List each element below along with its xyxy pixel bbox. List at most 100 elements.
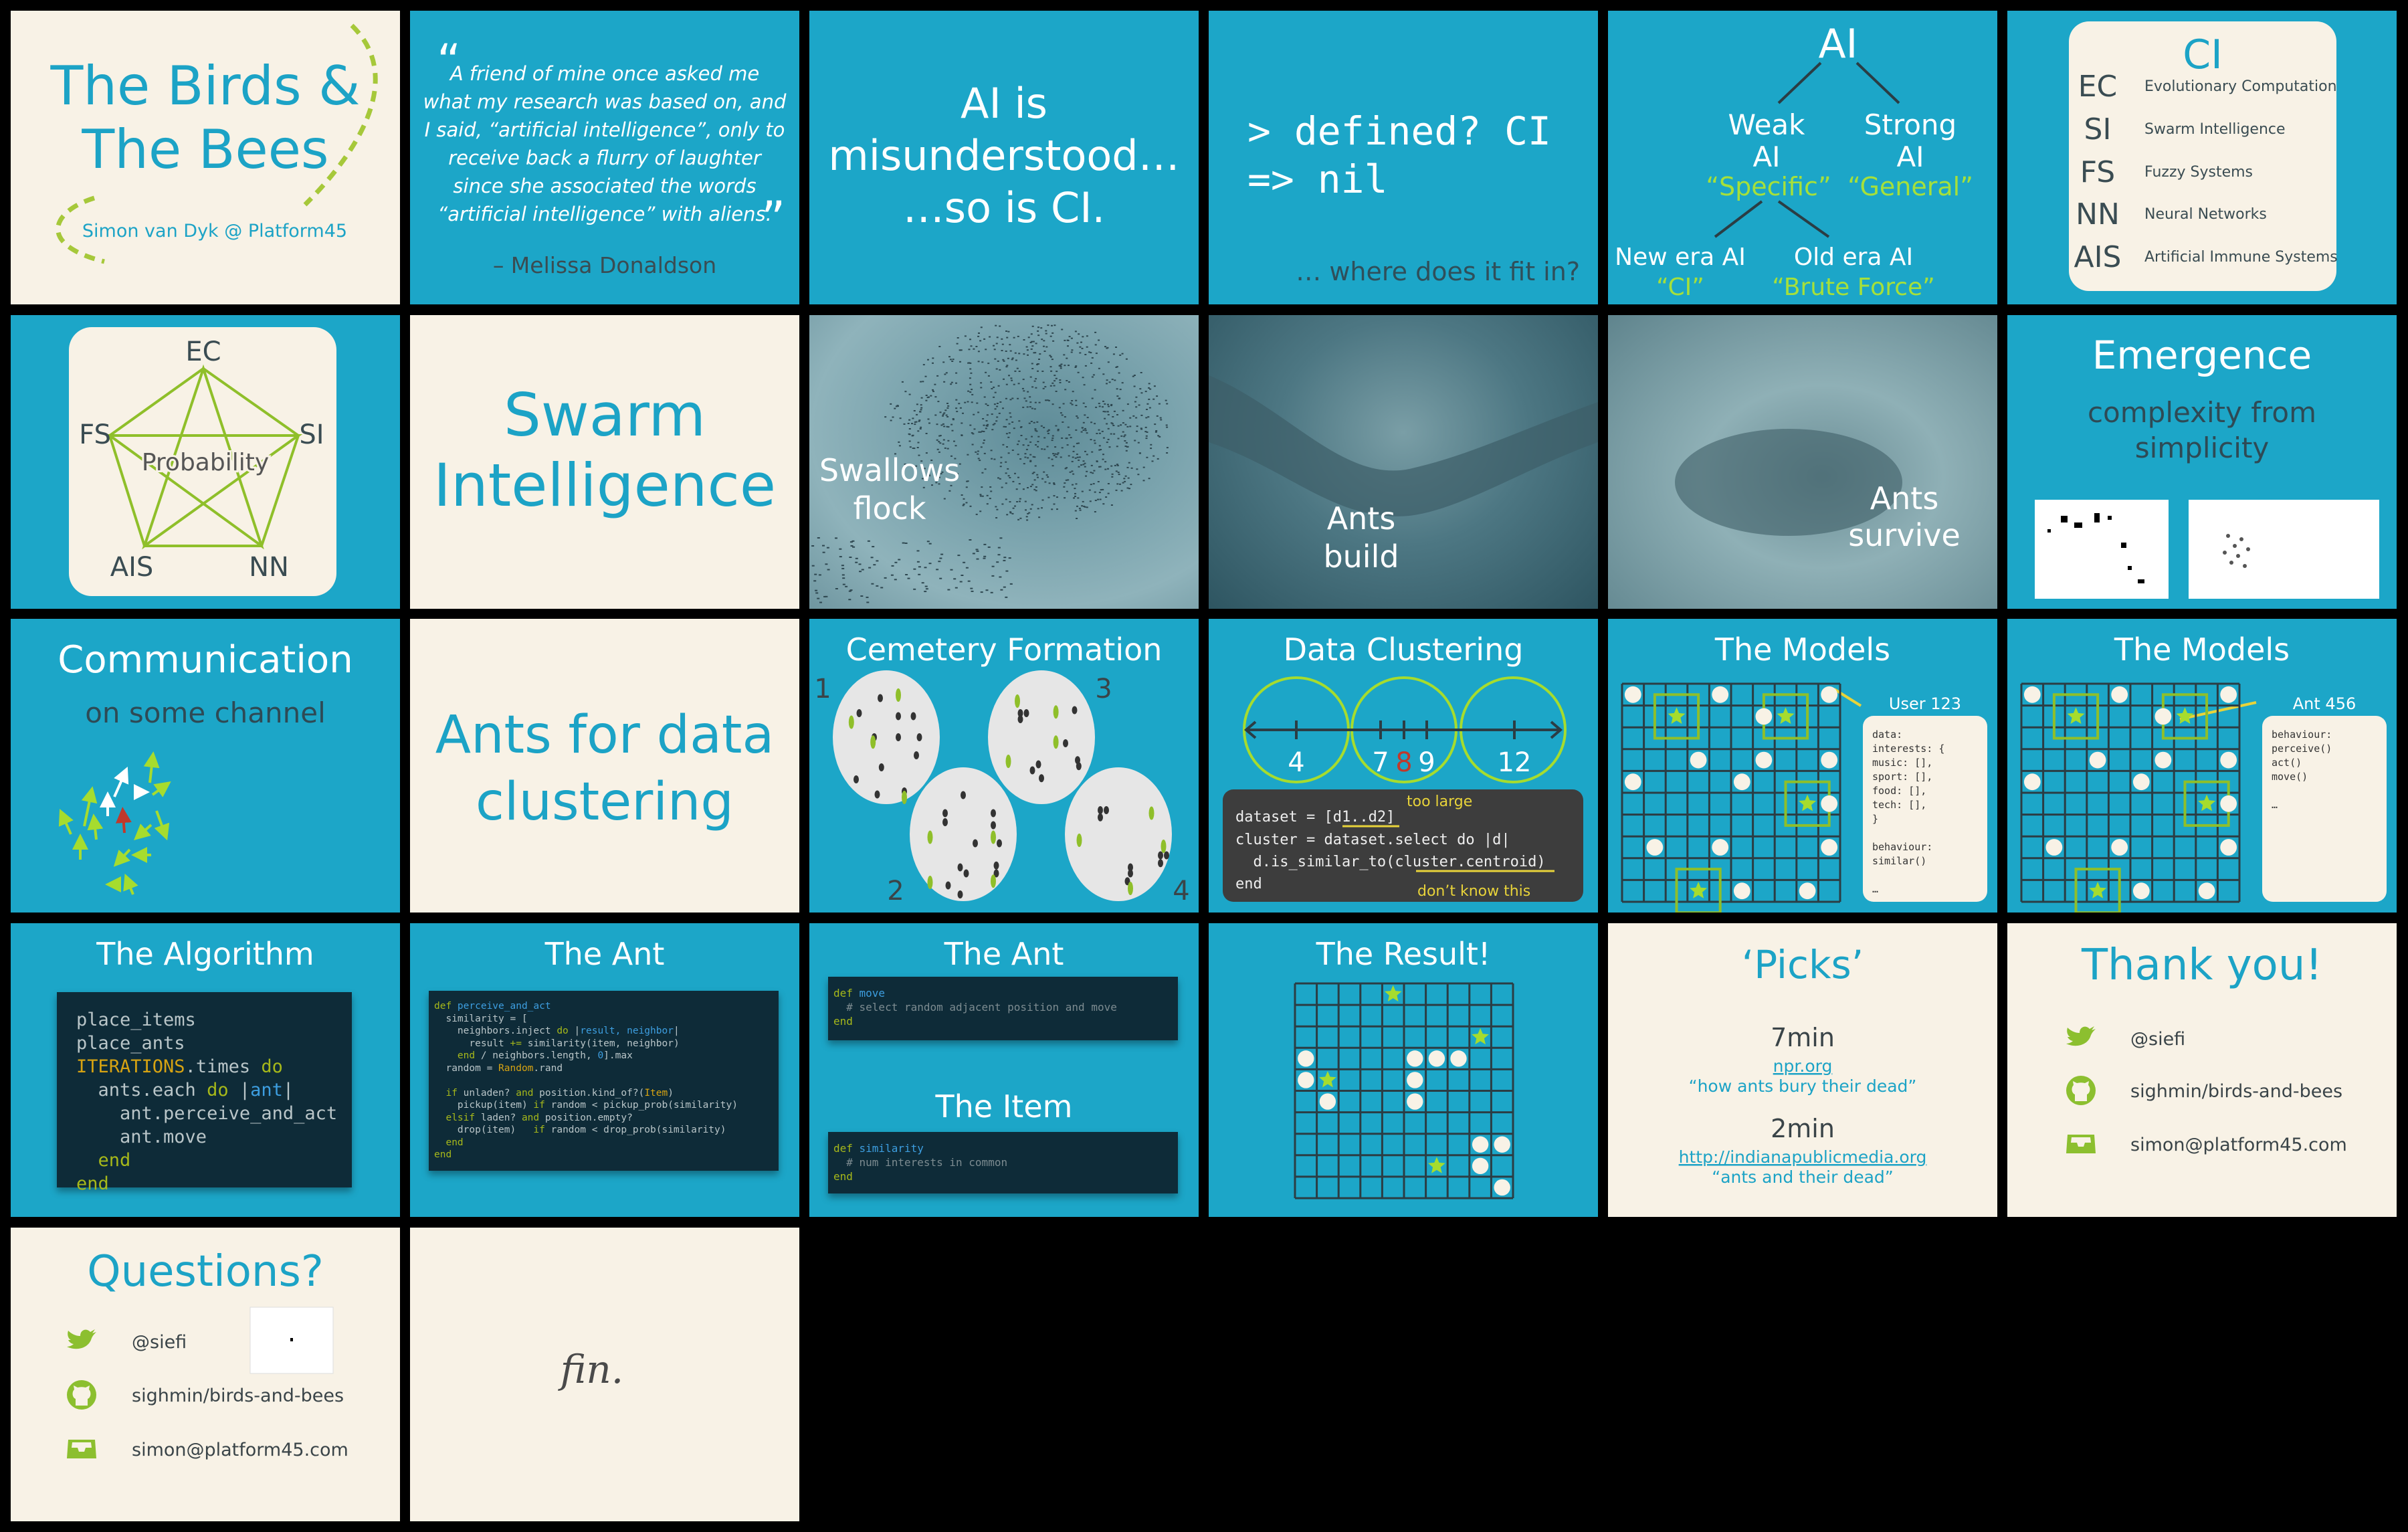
note-too-large: too large xyxy=(1407,793,1472,810)
strong-label: Strong xyxy=(1864,108,1956,141)
corpse-dot xyxy=(993,861,999,870)
name-ais: Artificial Immune Systems xyxy=(2144,249,2338,266)
item-circle xyxy=(2132,773,2150,791)
twitter-handle[interactable]: @siefi xyxy=(132,1332,187,1353)
slide-ant-and-item[interactable]: The Ant The Item def move # select rando… xyxy=(809,923,1199,1217)
ant-mark xyxy=(848,715,854,729)
twitter-icon xyxy=(67,1329,96,1349)
stage-label: 1 xyxy=(814,674,831,704)
cemetery-area xyxy=(833,670,940,804)
close-quote-mark: ” xyxy=(761,191,785,246)
text-line: misunderstood… xyxy=(828,131,1179,180)
slide-models-ant[interactable]: The Models Ant 456 behaviour: perceive()… xyxy=(2007,619,2397,913)
item-circle xyxy=(1494,1136,1510,1153)
card-line: } xyxy=(1872,813,1878,825)
card-title: User 123 xyxy=(1889,694,1961,713)
slide-swarm-intelligence[interactable]: Swarm Intelligence xyxy=(410,315,799,609)
code-token: position.kind_of?( xyxy=(533,1087,645,1098)
corpse-dot xyxy=(854,775,859,783)
pentagon-star xyxy=(105,364,303,550)
ant-mark xyxy=(1161,840,1167,853)
code-line: pickup(item) if random < pickup_prob(sim… xyxy=(434,1099,779,1112)
abbr-fs: FS xyxy=(2080,155,2115,189)
github-repo[interactable]: sighmin/birds-and-bees xyxy=(132,1385,344,1406)
corpse-dot xyxy=(942,809,948,818)
grid xyxy=(1294,982,1514,1200)
slide-ai-tree[interactable]: AI Weak AI Strong AI “Specific” “General… xyxy=(1608,11,1997,304)
code-token: similarity xyxy=(859,1142,924,1155)
slide-picks[interactable]: ‘Picks’ 7min npr.org “how ants bury thei… xyxy=(1608,923,1997,1217)
tree-edge xyxy=(1714,200,1763,238)
item-circle xyxy=(1624,773,1641,791)
code-line: neighbors.inject do |result, neighbor| xyxy=(434,1025,779,1038)
corpse-dot xyxy=(1158,851,1163,860)
email-address[interactable]: simon@platform45.com xyxy=(132,1440,348,1460)
ant-mark xyxy=(991,830,996,844)
slide-the-ant[interactable]: The Ant def perceive_and_act similarity … xyxy=(410,923,799,1217)
caption-line-2: survive xyxy=(1848,517,1961,553)
code-token: end xyxy=(434,1050,476,1061)
title-line-2: The Bees xyxy=(81,118,328,181)
arrow-green xyxy=(154,810,170,841)
code-line: drop(item) if random < drop_prob(similar… xyxy=(434,1124,779,1137)
item-circle xyxy=(2220,686,2237,703)
abbr-ec: EC xyxy=(2078,70,2118,104)
item-circle xyxy=(2111,839,2128,856)
slide-questions[interactable]: Questions? @siefi sighmin/birds-and-bees… xyxy=(11,1228,400,1521)
code-token: | xyxy=(568,1026,581,1036)
slide-pentagon[interactable]: EC FS SI AIS NN Probability xyxy=(11,315,400,609)
slide-ants-survive-photo[interactable]: Ants survive xyxy=(1608,315,1997,609)
slide-ants-build-photo[interactable]: Ants build xyxy=(1209,315,1598,609)
slide-fin[interactable]: fin. xyxy=(410,1228,799,1521)
twitter-handle[interactable]: @siefi xyxy=(2130,1029,2185,1050)
slide-data-clustering[interactable]: Data Clustering 4 7 8 9 12 dataset = [d1… xyxy=(1209,619,1598,913)
item-circle xyxy=(1821,795,1838,812)
code-token: random < drop_prob(similarity) xyxy=(544,1125,726,1135)
text-line: …so is CI. xyxy=(903,183,1105,232)
slide-thank-you[interactable]: Thank you! @siefi sighmin/birds-and-bees… xyxy=(2007,923,2397,1217)
title-line-1: Ants for data xyxy=(435,705,775,765)
corpse-dot xyxy=(1104,806,1109,814)
code-token: | xyxy=(282,1080,294,1100)
corpse-dot xyxy=(896,733,901,741)
ant-mark xyxy=(902,791,907,804)
arrow-green xyxy=(151,781,171,797)
neighborhood-box xyxy=(2052,693,2100,740)
slide-ai-misunderstood[interactable]: AI is misunderstood… …so is CI. xyxy=(809,11,1199,304)
code-token: neighbors.inject xyxy=(434,1026,557,1036)
pentagon-outline xyxy=(108,367,300,547)
code-token: end xyxy=(833,1170,853,1183)
pick-link[interactable]: npr.org xyxy=(1773,1056,1833,1076)
slide-communication[interactable]: Communication on some channel xyxy=(11,619,400,913)
title: The Ant xyxy=(544,936,665,972)
slide-title[interactable]: The Birds & The Bees Simon van Dyk @ Pla… xyxy=(11,11,400,304)
pick-link[interactable]: http://indianapublicmedia.org xyxy=(1679,1147,1927,1167)
specific-label: “Specific” xyxy=(1706,172,1831,201)
pointer-arrow xyxy=(1833,688,1862,707)
slide-ci-list[interactable]: CI EC SI FS NN AIS Evolutionary Computat… xyxy=(2007,11,2397,304)
neighborhood-box xyxy=(1675,868,1722,913)
slide-ants-for-data-clustering[interactable]: Ants for data clustering xyxy=(410,619,799,913)
code-token: move xyxy=(859,987,886,999)
code-token: def xyxy=(833,1142,860,1155)
item-circle xyxy=(1799,882,1816,900)
slide-defined-ci[interactable]: > defined? CI => nil … where does it fit… xyxy=(1209,11,1598,304)
github-repo[interactable]: sighmin/birds-and-bees xyxy=(2130,1081,2342,1102)
code-token: end xyxy=(76,1173,109,1194)
code-token: ant.move xyxy=(76,1127,207,1147)
item-circle xyxy=(1494,1179,1510,1196)
code-token: do xyxy=(207,1080,229,1100)
ant-mark xyxy=(927,876,933,889)
stage-label: 3 xyxy=(1095,674,1112,704)
slide-cemetery-formation[interactable]: Cemetery Formation 1 2 3 4 xyxy=(809,619,1199,913)
corpse-dot xyxy=(991,809,996,818)
email-address[interactable]: simon@platform45.com xyxy=(2130,1135,2347,1155)
slide-result[interactable]: The Result! xyxy=(1209,923,1598,1217)
slide-emergence[interactable]: Emergence complexity from simplicity xyxy=(2007,315,2397,609)
slide-models-user[interactable]: The Models User 123 data: interests: { m… xyxy=(1608,619,1997,913)
code-token: 0 xyxy=(597,1050,604,1061)
slide-swallows-photo[interactable]: Swallows flock xyxy=(809,315,1199,609)
slide-quote[interactable]: “ ” A friend of mine once asked me what … xyxy=(410,11,799,304)
label-nn: NN xyxy=(249,552,289,583)
